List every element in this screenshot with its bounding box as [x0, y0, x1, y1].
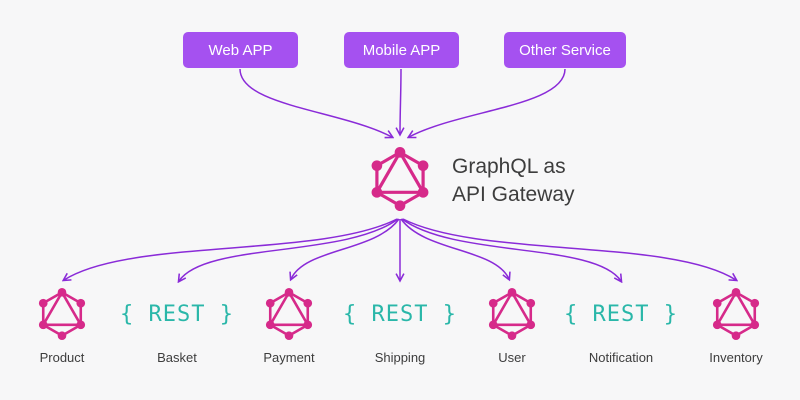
- arrow-mobileapp-to-gateway: [400, 68, 401, 134]
- service-payment: Payment: [229, 286, 349, 365]
- service-shipping-icon-area: { REST }: [343, 286, 457, 342]
- service-notification: { REST } Notification: [561, 286, 681, 366]
- graphql-logo-icon: [263, 288, 315, 340]
- service-product-icon-area: [36, 286, 88, 342]
- rest-badge-icon: { REST }: [120, 301, 234, 327]
- service-shipping: { REST } Shipping: [340, 286, 460, 366]
- node-other-service: Other Service: [504, 32, 626, 68]
- arrow-gateway-to-inventory: [402, 218, 736, 280]
- arrow-gateway-to-notification: [401, 218, 621, 281]
- node-mobile-app-label: Mobile APP: [362, 41, 441, 59]
- graphql-logo-icon: [486, 288, 538, 340]
- gateway-label: GraphQL as API Gateway: [452, 153, 575, 210]
- service-payment-label: Payment: [263, 350, 315, 365]
- service-notification-label: Notification: [588, 350, 654, 365]
- service-inventory-label: Inventory: [709, 350, 763, 365]
- gateway-label-line2: API Gateway: [452, 183, 575, 207]
- node-web-app: Web APP: [183, 32, 298, 68]
- service-inventory: Inventory: [676, 286, 796, 365]
- service-shipping-label: Shipping: [374, 350, 426, 365]
- service-user-icon-area: [486, 286, 538, 342]
- graphql-logo-icon: [710, 288, 762, 340]
- service-user: User: [452, 286, 572, 365]
- service-basket-icon-area: { REST }: [120, 286, 234, 342]
- service-basket: { REST } Basket: [117, 286, 237, 366]
- arrow-gateway-to-product: [64, 218, 398, 280]
- node-mobile-app: Mobile APP: [344, 32, 459, 68]
- service-payment-icon-area: [263, 286, 315, 342]
- service-product-label: Product: [39, 350, 85, 365]
- graphql-logo-icon: [36, 288, 88, 340]
- arrow-gateway-to-payment: [291, 218, 400, 279]
- service-user-label: User: [498, 350, 526, 365]
- node-web-app-label: Web APP: [208, 41, 273, 59]
- service-basket-label: Basket: [157, 350, 197, 365]
- arrow-otherservice-to-gateway: [409, 68, 566, 137]
- service-inventory-icon-area: [710, 286, 762, 342]
- node-other-service-label: Other Service: [519, 41, 611, 59]
- service-notification-icon-area: { REST }: [564, 286, 678, 342]
- rest-badge-icon: { REST }: [564, 301, 678, 327]
- rest-badge-icon: { REST }: [343, 301, 457, 327]
- arrow-webapp-to-gateway: [239, 68, 392, 137]
- gateway-label-line1: GraphQL as: [452, 155, 566, 178]
- service-product: Product: [2, 286, 122, 365]
- graphql-logo-icon: [368, 147, 432, 211]
- arrow-gateway-to-basket: [179, 218, 399, 281]
- arrow-gateway-to-user: [400, 218, 509, 279]
- gateway-node: [368, 147, 432, 211]
